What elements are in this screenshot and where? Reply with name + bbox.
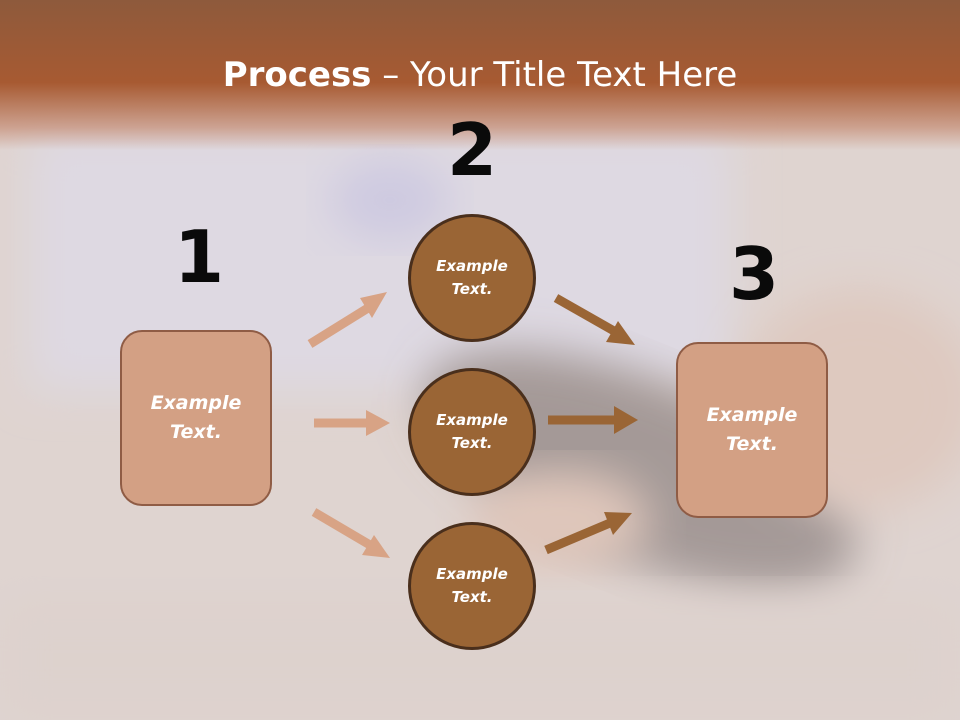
step-3-text: Example Text. xyxy=(706,404,798,455)
title-bold: Process xyxy=(222,55,372,95)
title-rest: – Your Title Text Here xyxy=(371,55,738,95)
step-number-3: 3 xyxy=(728,232,780,316)
slide-title: Process – Your Title Text Here xyxy=(0,52,960,98)
step-number-2: 2 xyxy=(446,108,498,192)
step-2-circle-bottom: Example Text. xyxy=(408,522,536,650)
title-banner xyxy=(0,0,960,150)
step-3-box: Example Text. xyxy=(676,342,828,518)
step-number-1: 1 xyxy=(173,215,225,299)
arrow-top-to-end xyxy=(553,294,635,345)
arrow-start-to-bottom xyxy=(311,508,390,558)
arrow-center-to-end xyxy=(548,406,638,434)
step-2-circle-top: Example Text. xyxy=(408,214,536,342)
step-1-text: Example Text. xyxy=(150,392,242,443)
step-2-center-text: Example Text. xyxy=(436,411,508,452)
arrow-bottom-to-end xyxy=(544,512,632,555)
step-1-box: Example Text. xyxy=(120,330,272,506)
arrow-start-to-center xyxy=(314,410,390,436)
step-2-bottom-text: Example Text. xyxy=(436,565,508,606)
step-2-circle-center: Example Text. xyxy=(408,368,536,496)
step-2-top-text: Example Text. xyxy=(436,257,508,298)
arrow-start-to-top xyxy=(307,292,387,348)
